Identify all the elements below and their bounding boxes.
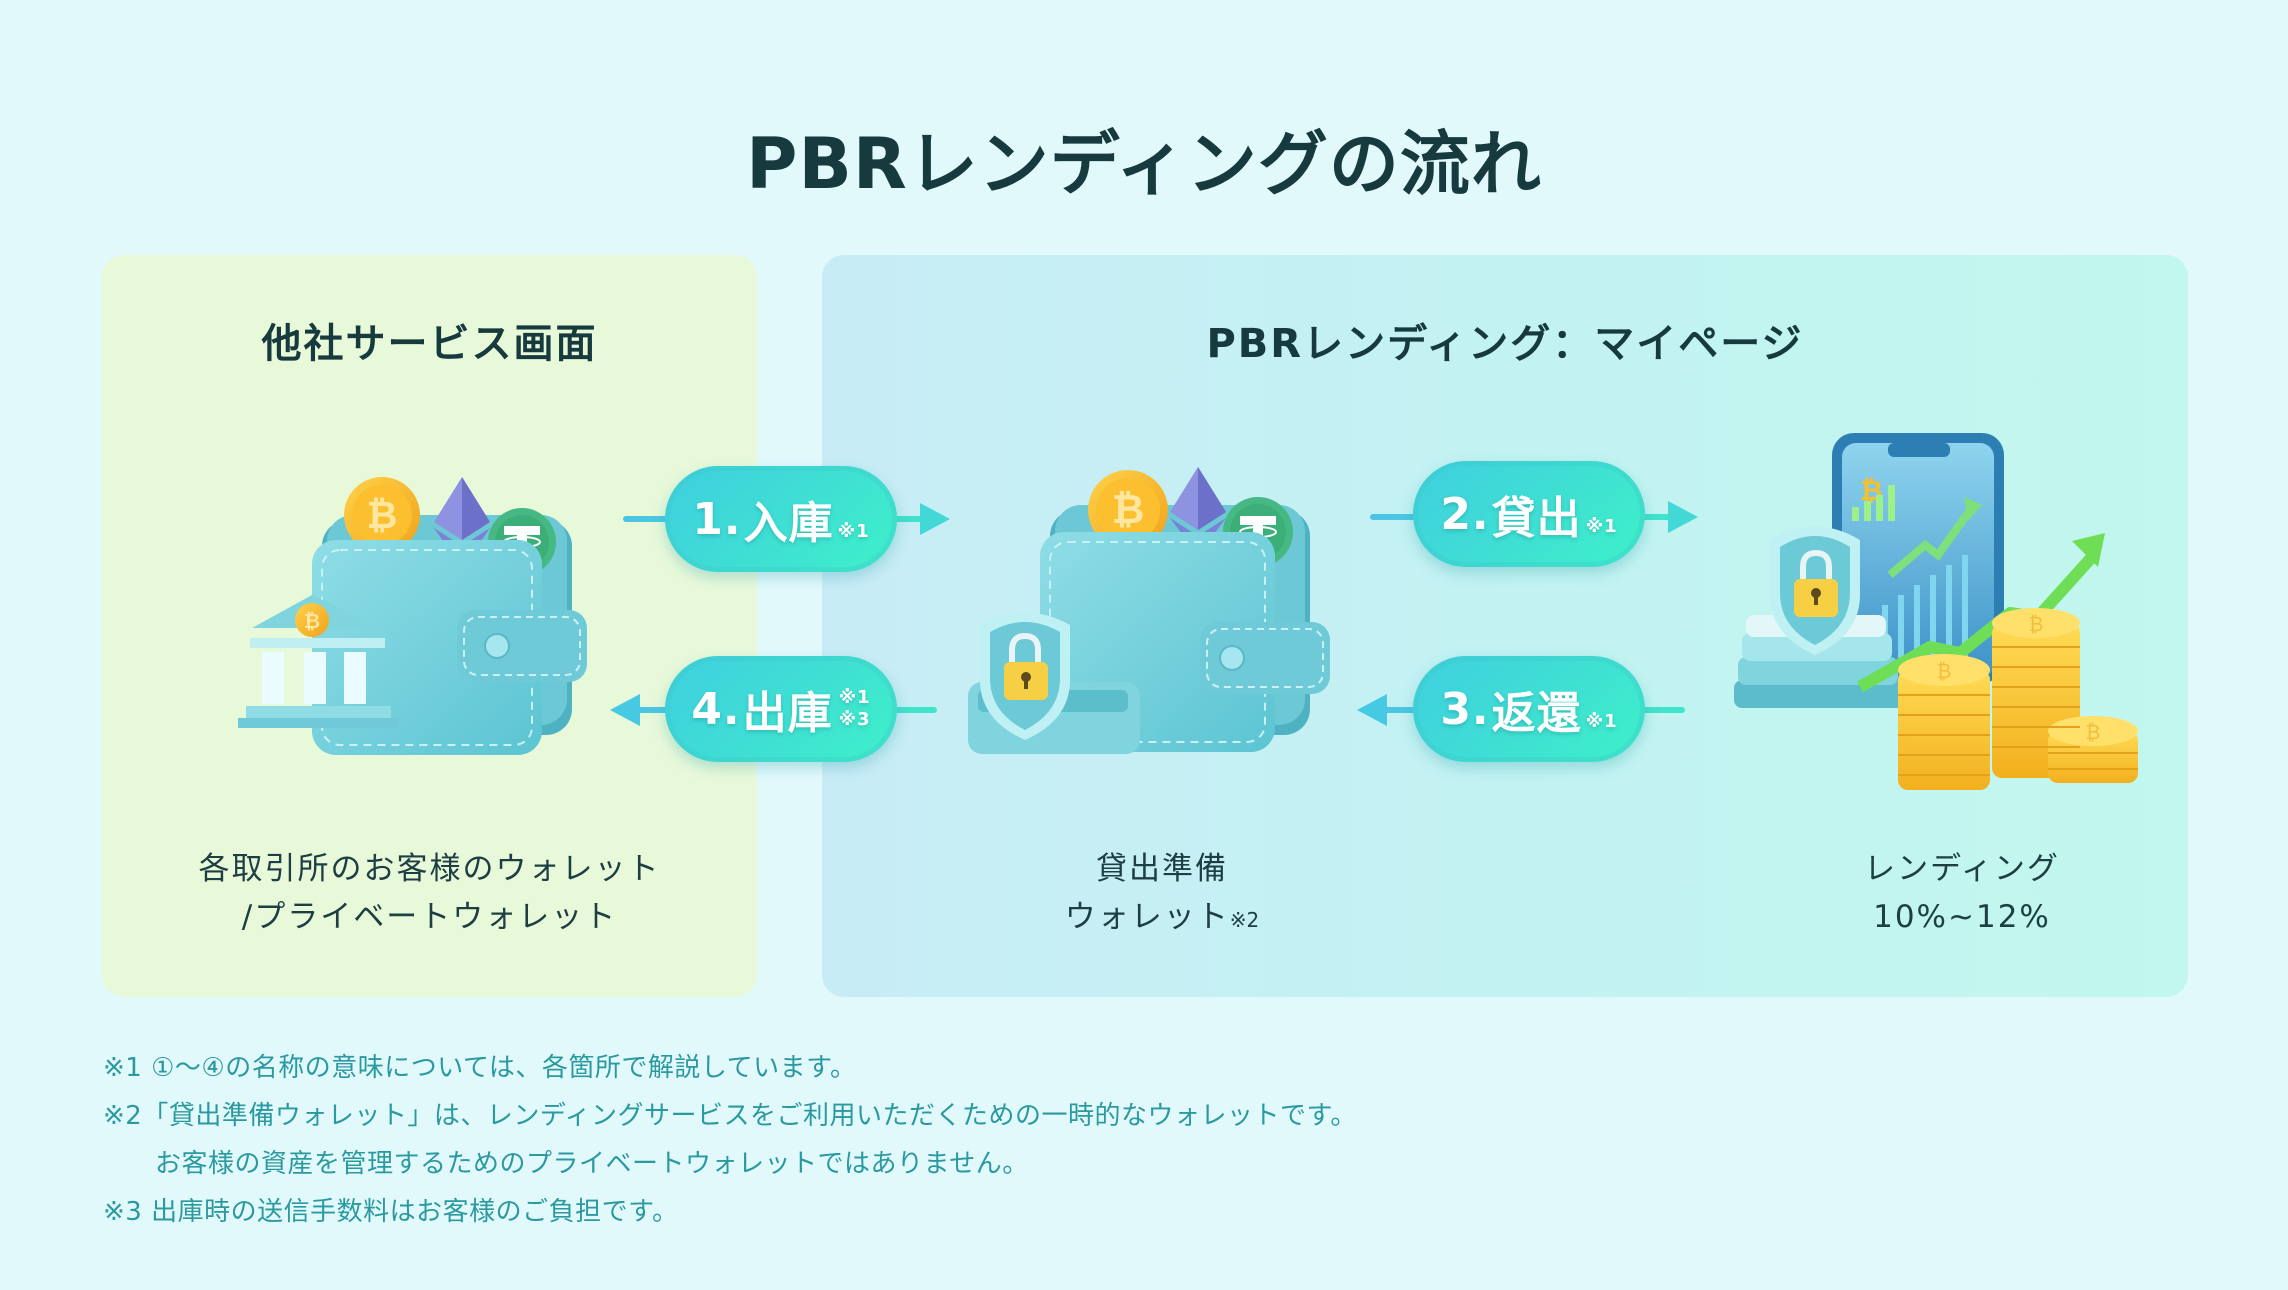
step-3-number: 3. [1440, 683, 1490, 735]
bitcoin-coin-stacks-icon: ₿ ₿ ₿ [1898, 608, 2138, 790]
step-2-arrow-head-icon [1668, 501, 1698, 533]
step-3-arrow-head-icon [1357, 694, 1387, 726]
step-4-label: 出庫 [742, 688, 833, 739]
pbr-mypage-panel: PBRレンディング：マイページ ₿ [822, 255, 2188, 997]
other-wallet-caption: 各取引所のお客様のウォレット /プライベートウォレット [102, 845, 757, 941]
step-2-number: 2. [1440, 488, 1490, 540]
step-2-note: ※1 [1585, 516, 1618, 537]
svg-text:₿: ₿ [304, 609, 320, 633]
step-4-note-3: ※3 [838, 709, 871, 730]
footnote-3: ※3 出庫時の送信手数料はお客様のご負担です。 [103, 1197, 679, 1227]
svg-text:₿: ₿ [2029, 612, 2044, 636]
footnote-2-continued: お客様の資産を管理するためのプライベートウォレットではありません。 [155, 1149, 1029, 1179]
footnotes: ※1 ①～④の名称の意味については、各箇所で解説しています。 ※2「貸出準備ウォ… [103, 1044, 1357, 1236]
step-4-notes: ※1※3 [839, 687, 871, 731]
step-4-arrow-head-icon [610, 694, 640, 726]
growth-arrow-icon [1857, 533, 2105, 693]
lending-prep-wallet-caption-line1: 貸出準備 [1096, 851, 1228, 887]
other-wallet-caption-line1: 各取引所のお客様のウォレット [198, 851, 661, 887]
lending-prep-wallet-caption-line2: ウォレット [1064, 899, 1230, 935]
other-wallet-caption-line2: /プライベートウォレット [241, 899, 618, 935]
step-3-return-pill: 3.返還※1 [1413, 656, 1645, 762]
svg-text:₿: ₿ [1937, 659, 1952, 683]
bank-icon: ₿ [238, 595, 398, 728]
wallet-with-crypto-and-bank-icon: ₿ ₿ [238, 477, 587, 755]
step-1-note: ※1 [837, 521, 870, 542]
step-1-number: 1. [692, 493, 742, 545]
step-1-deposit-pill: 1.入庫※1 [665, 466, 897, 572]
pbr-mypage-panel-title: PBRレンディング：マイページ [1206, 321, 1804, 367]
step-4-withdrawal-pill: 4.出庫 ※1※3 [665, 656, 897, 762]
step-1-label: 入庫 [743, 498, 834, 549]
lending-caption: レンディング 10%~12% [1822, 845, 2102, 941]
step-3-label: 返還 [1491, 688, 1582, 739]
step-2-label: 貸出 [1491, 493, 1582, 544]
svg-text:₿: ₿ [1112, 487, 1145, 533]
page-title: PBRレンディングの流れ [746, 123, 1542, 205]
step-1-arrow-head-icon [920, 503, 950, 535]
footnote-ref-2: ※2 [1229, 908, 1260, 932]
other-service-panel-title: 他社サービス画面 [261, 321, 598, 367]
step-4-note-1: ※1 [838, 687, 871, 708]
lending-prep-wallet-caption: 貸出準備 ウォレット※2 [1012, 845, 1312, 944]
bitcoin-coin-icon: ₿ [344, 477, 420, 553]
shield-lock-icon [1770, 526, 1860, 655]
step-3-note: ※1 [1585, 711, 1618, 732]
step-2-lending-pill: 2.貸出※1 [1413, 461, 1645, 567]
wallet-with-crypto-and-shield-lock-icon: ₿ [968, 467, 1330, 754]
step-4-number: 4. [691, 683, 741, 735]
bitcoin-coin-icon: ₿ [1088, 470, 1168, 550]
shield-lock-icon [980, 612, 1070, 740]
footnote-2: ※2「貸出準備ウォレット」は、レンディングサービスをご利用いただくための一時的な… [103, 1101, 1357, 1131]
phone-chart-shield-coins-icon: ₿ [1734, 433, 2138, 790]
svg-text:₿: ₿ [2086, 720, 2101, 744]
other-service-panel: 他社サービス画面 ₿ [102, 255, 757, 997]
footnote-1: ※1 ①～④の名称の意味については、各箇所で解説しています。 [103, 1053, 857, 1083]
lending-rate: 10%~12% [1873, 899, 2051, 935]
lending-caption-line1: レンディング [1864, 851, 2060, 887]
svg-text:₿: ₿ [367, 493, 398, 537]
